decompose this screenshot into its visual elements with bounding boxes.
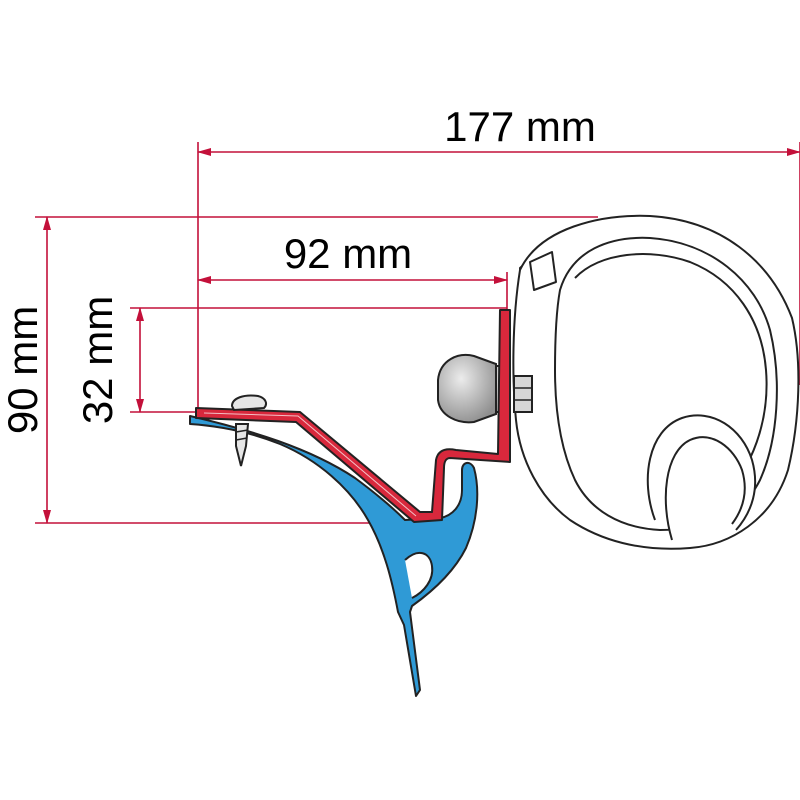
screw-head — [230, 394, 267, 412]
cassette-top-tab — [529, 251, 557, 291]
dim-label-32: 32 mm — [74, 296, 121, 424]
fixing-screw — [230, 394, 267, 467]
vehicle-rail-blue — [189, 415, 479, 697]
dim-label-177: 177 mm — [444, 103, 596, 150]
nut — [513, 375, 533, 413]
dim-label-92: 92 mm — [284, 230, 412, 277]
rail-channel-detail — [404, 551, 434, 599]
bolt-head — [437, 354, 497, 424]
screw-shank — [235, 423, 250, 467]
awning-cassette — [512, 214, 800, 550]
mounting-bolt — [437, 354, 533, 424]
dim-label-90: 90 mm — [0, 306, 46, 434]
arm-hook-inner — [664, 436, 746, 541]
dimension-lines — [35, 142, 800, 524]
adapter-bracket-red — [195, 309, 511, 523]
